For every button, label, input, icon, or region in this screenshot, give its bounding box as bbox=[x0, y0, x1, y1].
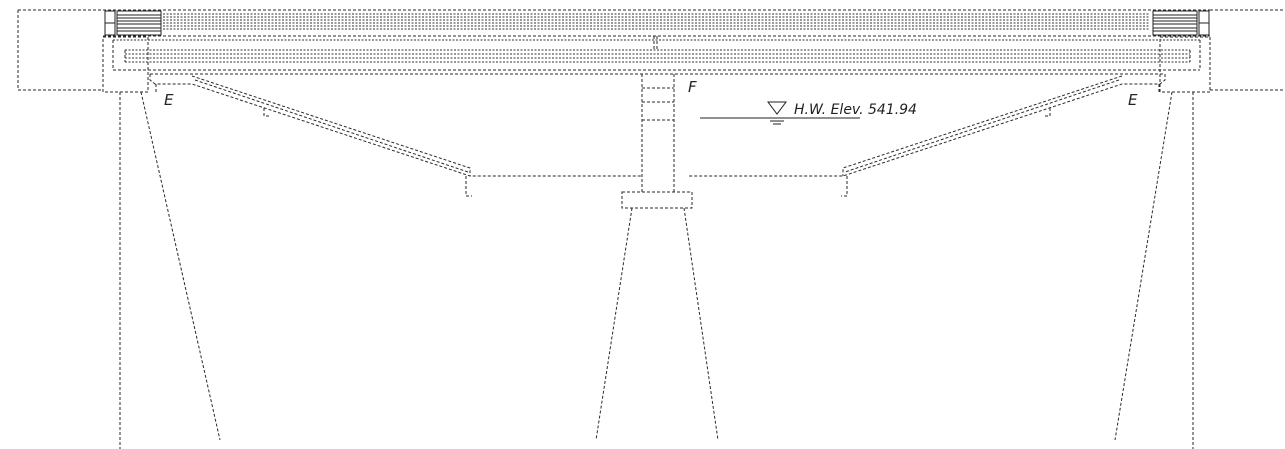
right-pier bbox=[1114, 84, 1194, 449]
right-abutment bbox=[1159, 9, 1283, 93]
right-railing-post bbox=[1152, 10, 1210, 36]
center-deck-post bbox=[653, 36, 658, 50]
left-abutment bbox=[17, 9, 149, 93]
high-water-label: H.W. Elev. 541.94 bbox=[794, 102, 917, 118]
high-water-marker: H.W. Elev. 541.94 bbox=[700, 101, 917, 125]
right-end-mark: E bbox=[1128, 91, 1138, 109]
left-railing-post bbox=[104, 10, 162, 36]
left-end-mark: E bbox=[164, 91, 174, 109]
left-pier bbox=[119, 84, 221, 449]
water-level-triangle-icon bbox=[767, 101, 787, 115]
center-pier bbox=[595, 74, 719, 441]
bridge-deck bbox=[103, 9, 1210, 75]
center-mark: F bbox=[688, 78, 697, 96]
girder-soffit bbox=[149, 74, 1166, 197]
